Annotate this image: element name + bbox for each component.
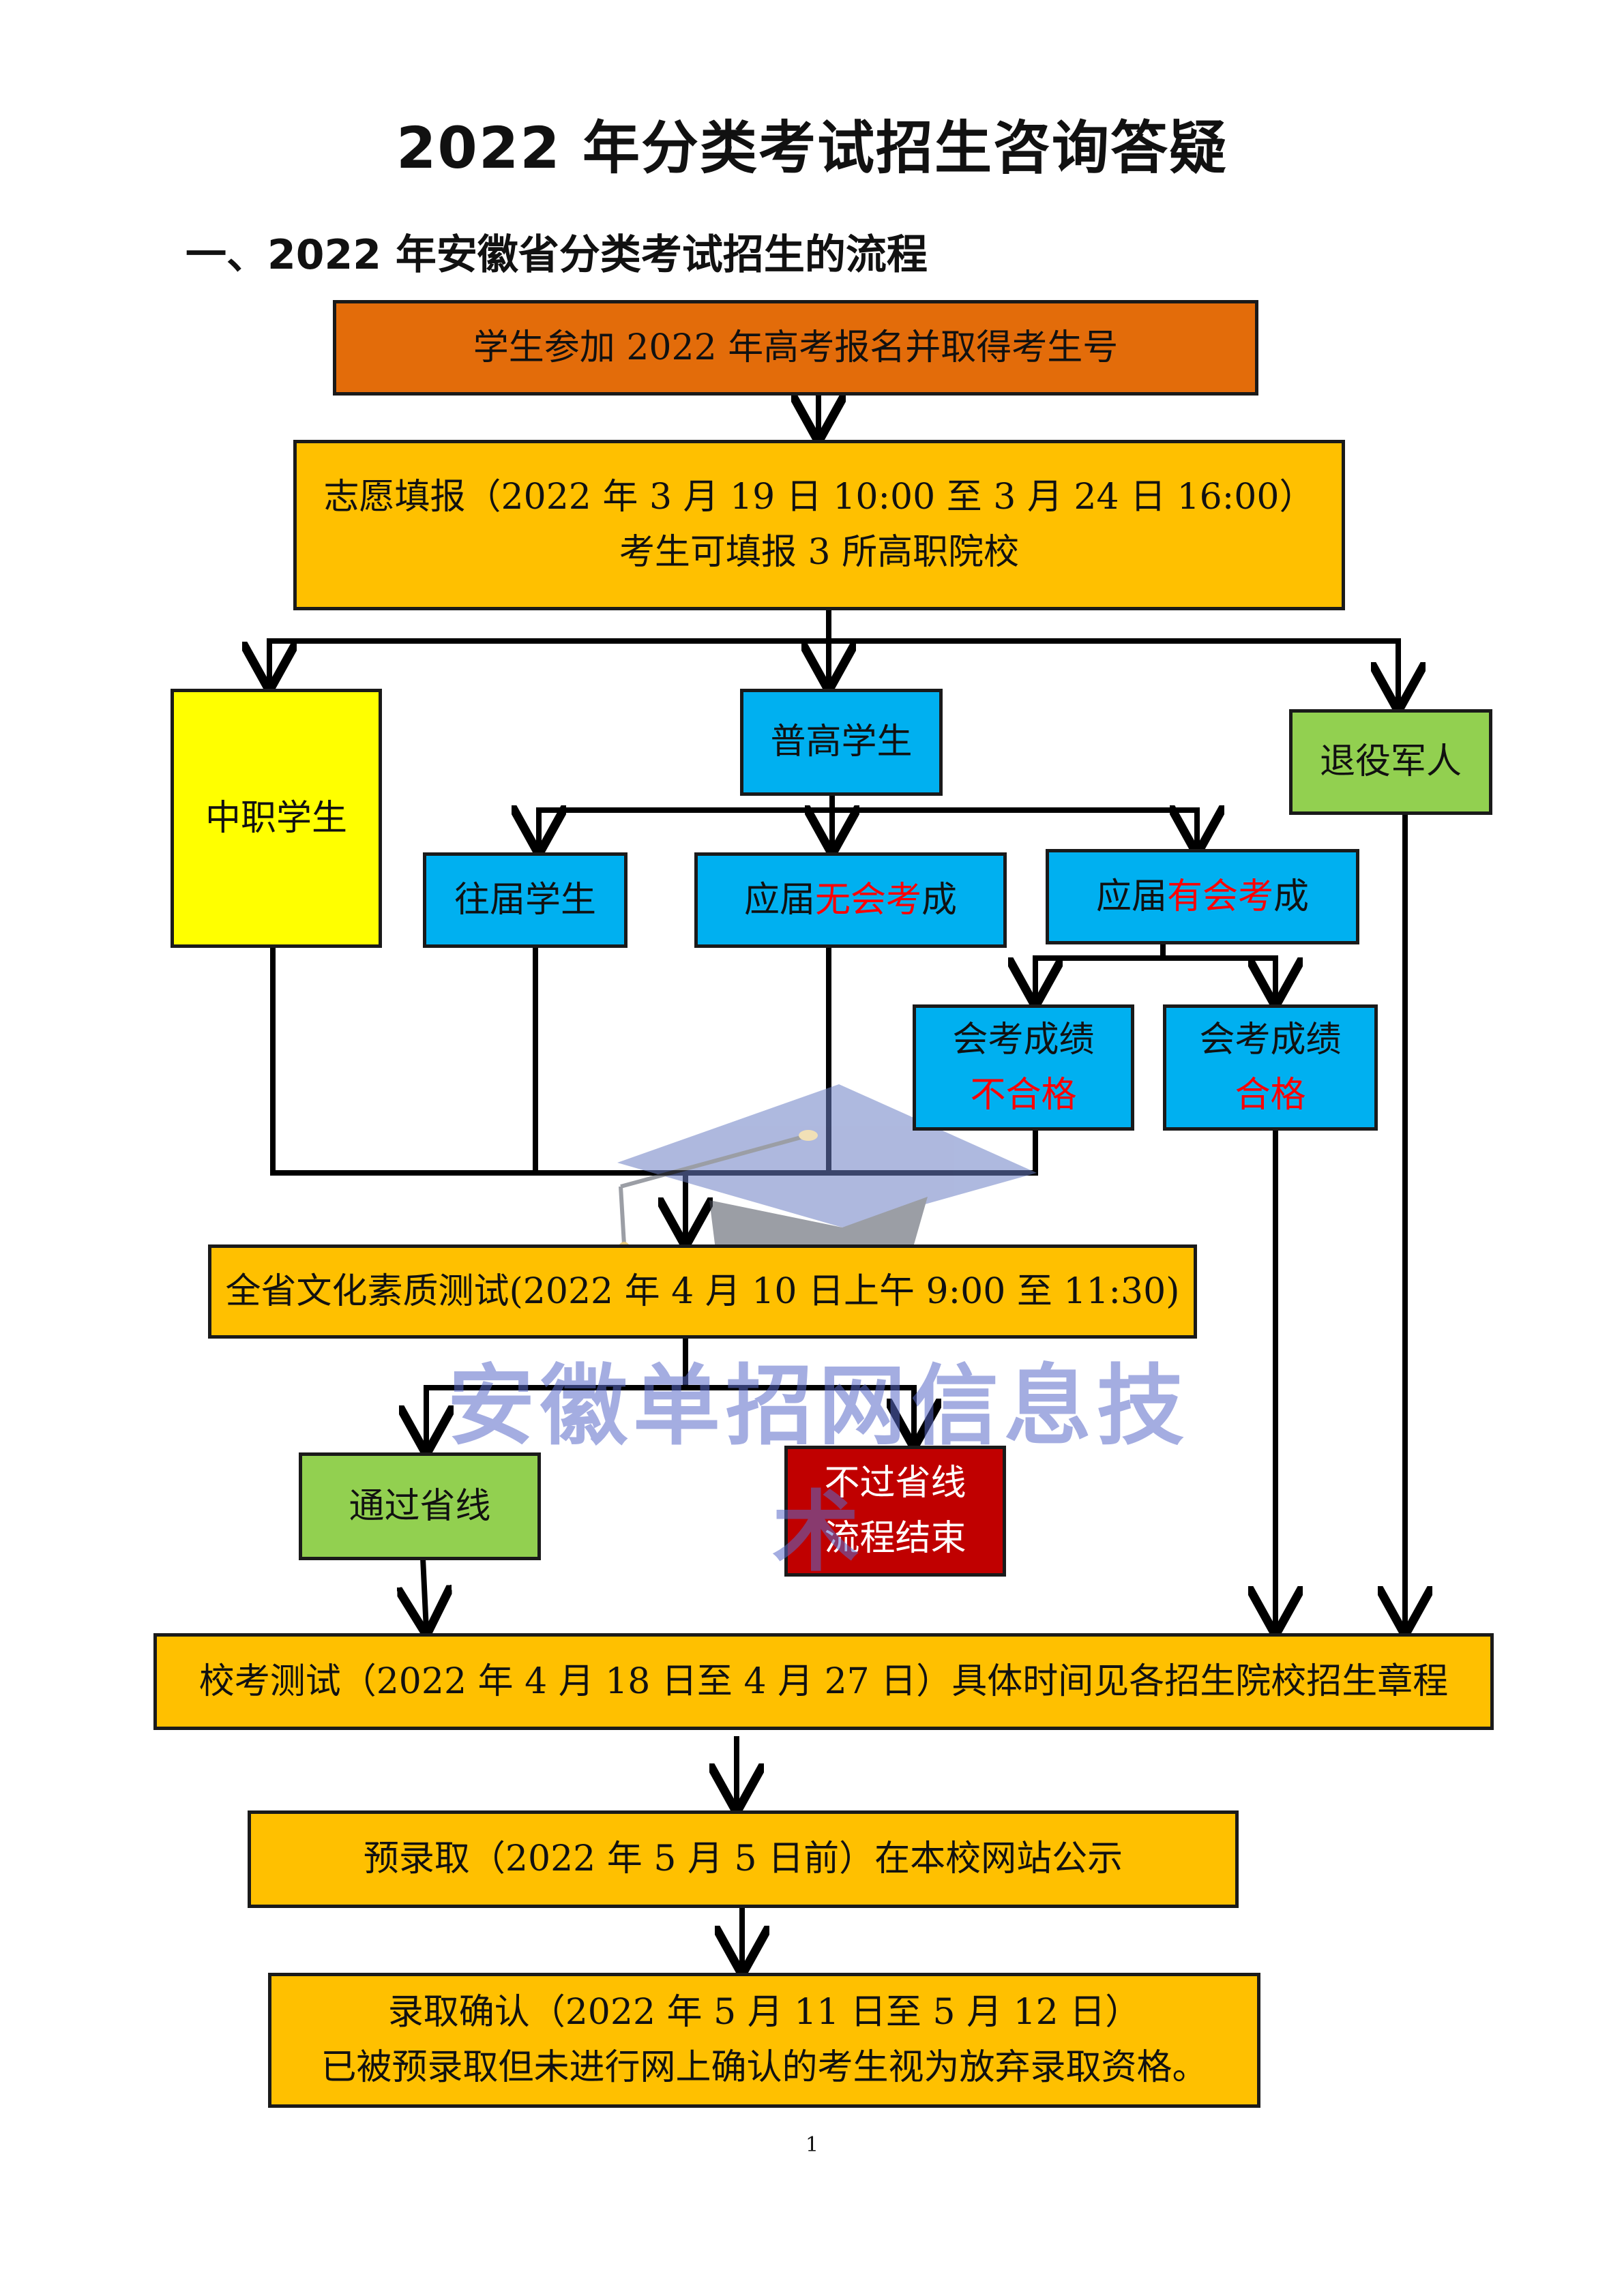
pass-line-label: 通过省线 <box>349 1485 491 1527</box>
current-no-exam-suffix: 成 <box>921 879 958 921</box>
exam-fail-box: 会考成绩 不合格 <box>913 1004 1134 1131</box>
vocational-students-label: 中职学生 <box>205 797 347 839</box>
general-students-box: 普高学生 <box>740 689 943 796</box>
watermark-text: 安徽单招网信息技术 <box>447 1356 1190 1583</box>
admission-confirm-box: 录取确认（2022 年 5 月 11 日至 5 月 12 日） 已被预录取但未进… <box>268 1973 1260 2108</box>
admission-confirm-line2: 已被预录取但未进行网上确认的考生视为放弃录取资格。 <box>321 2047 1208 2088</box>
school-test-text: 校考测试（2022 年 4 月 18 日至 4 月 27 日）具体时间见各招生院… <box>198 1660 1449 1702</box>
past-graduates-label: 往届学生 <box>454 879 596 921</box>
provincial-test-box: 全省文化素质测试(2022 年 4 月 10 日上午 9:00 至 11:30) <box>208 1244 1197 1339</box>
vocational-students-box: 中职学生 <box>171 689 382 948</box>
current-with-exam-box: 应届有会考成 <box>1046 849 1359 944</box>
current-no-exam-box: 应届无会考成 <box>694 852 1007 948</box>
section-heading: 一、2022 年安徽省分类考试招生的流程 <box>186 231 928 279</box>
school-test-box: 校考测试（2022 年 4 月 18 日至 4 月 27 日）具体时间见各招生院… <box>153 1633 1494 1730</box>
registration-text: 学生参加 2022 年高考报名并取得考生号 <box>473 327 1119 368</box>
veterans-label: 退役军人 <box>1319 741 1462 783</box>
fail-line-line1: 不过省线 <box>824 1463 966 1504</box>
current-with-exam-suffix: 成 <box>1273 876 1310 917</box>
pre-admission-text: 预录取（2022 年 5 月 5 日前）在本校网站公示 <box>363 1838 1123 1880</box>
pass-line-box: 通过省线 <box>299 1452 541 1560</box>
admission-confirm-line1: 录取确认（2022 年 5 月 11 日至 5 月 12 日） <box>387 1992 1141 2033</box>
exam-pass-line1: 会考成绩 <box>1199 1019 1342 1060</box>
page-title: 2022 年分类考试招生咨询答疑 <box>396 115 1228 181</box>
page-number: 1 <box>805 2133 819 2157</box>
current-with-exam-prefix: 应届 <box>1095 876 1167 917</box>
fail-line-line2: 流程结束 <box>824 1518 966 1559</box>
exam-pass-line2: 合格 <box>1235 1074 1306 1116</box>
application-box: 志愿填报（2022 年 3 月 19 日 10:00 至 3 月 24 日 16… <box>293 440 1345 610</box>
application-text-line2: 考生可填报 3 所高职院校 <box>619 532 1020 573</box>
current-no-exam-highlight: 无会考 <box>814 879 921 921</box>
provincial-test-text: 全省文化素质测试(2022 年 4 月 10 日上午 9:00 至 11:30) <box>225 1270 1180 1312</box>
general-students-label: 普高学生 <box>770 721 913 763</box>
pre-admission-box: 预录取（2022 年 5 月 5 日前）在本校网站公示 <box>248 1810 1239 1908</box>
registration-box: 学生参加 2022 年高考报名并取得考生号 <box>333 300 1258 396</box>
application-text-line1: 志愿填报（2022 年 3 月 19 日 10:00 至 3 月 24 日 16… <box>323 477 1315 518</box>
fail-line-box: 不过省线 流程结束 <box>784 1446 1006 1577</box>
current-with-exam-label: 应届有会考成 <box>1096 869 1309 925</box>
current-no-exam-prefix: 应届 <box>743 879 815 921</box>
past-graduates-box: 往届学生 <box>423 852 628 948</box>
arrow-pass-to-school <box>423 1555 426 1630</box>
exam-fail-line1: 会考成绩 <box>952 1019 1095 1060</box>
current-no-exam-label: 应届无会考成 <box>744 873 957 928</box>
exam-pass-box: 会考成绩 合格 <box>1163 1004 1378 1131</box>
current-with-exam-highlight: 有会考 <box>1166 876 1273 917</box>
exam-fail-line2: 不合格 <box>970 1074 1077 1116</box>
veterans-box: 退役军人 <box>1289 709 1492 815</box>
